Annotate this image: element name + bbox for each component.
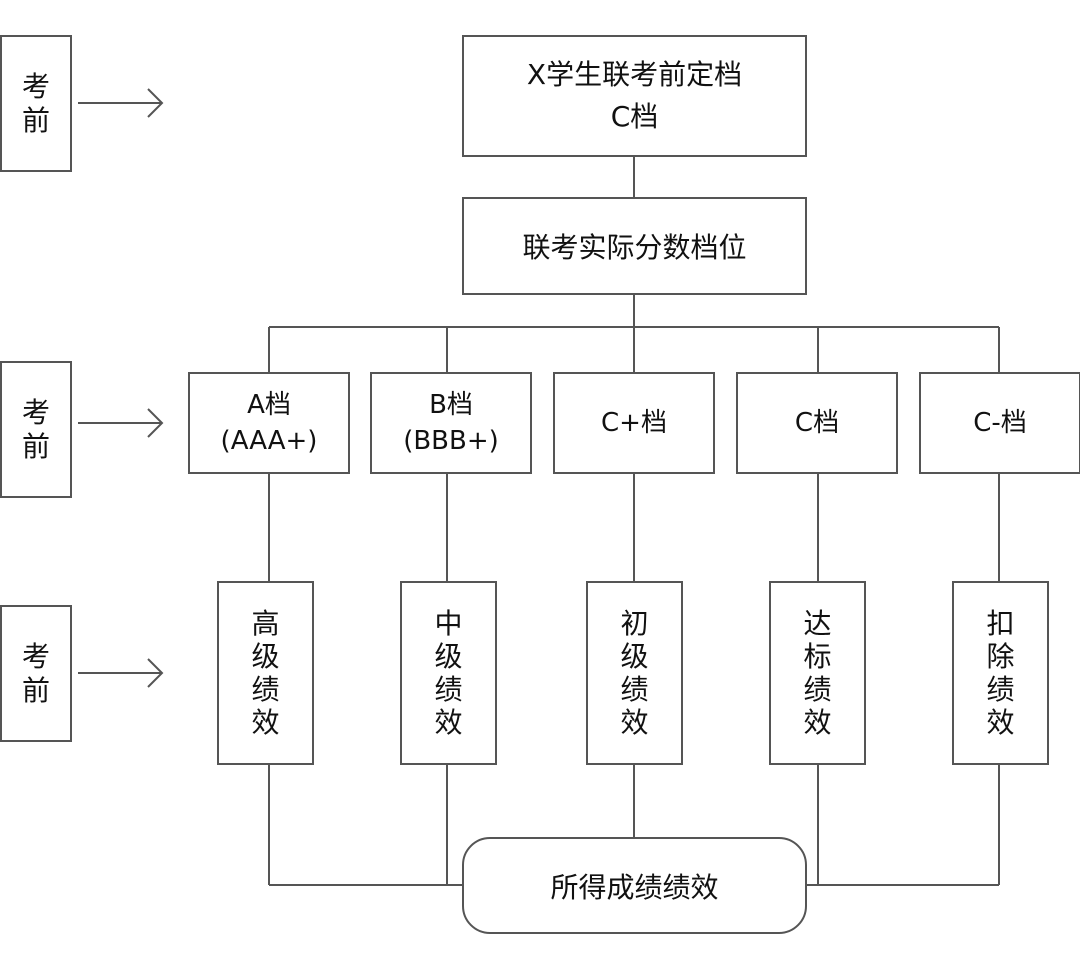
grade-label: C档	[794, 408, 840, 438]
performance-char: 效	[803, 706, 832, 739]
side-label-char: 前	[21, 429, 50, 463]
arrow-icon	[78, 88, 164, 118]
grade-label: C+档	[601, 408, 667, 438]
performance-char: 绩	[986, 673, 1015, 706]
performance-char: 级	[434, 640, 463, 673]
performance-char: 效	[434, 706, 463, 739]
side-label-char: 前	[21, 103, 50, 137]
performance-char: 达	[803, 607, 832, 640]
performance-char: 高	[251, 607, 280, 640]
pre-exam-grade-title: X学生联考前定档	[526, 58, 743, 91]
side-label-pre-exam: 考 前	[0, 605, 72, 742]
grade-label: A档	[247, 390, 291, 420]
side-label-char: 考	[21, 69, 50, 103]
arrow-icon	[78, 658, 164, 688]
performance-char: 效	[620, 706, 649, 739]
performance-char: 绩	[251, 673, 280, 706]
side-label-pre-exam: 考 前	[0, 361, 72, 498]
pre-exam-grade-value: C档	[610, 100, 659, 133]
side-label-pre-exam: 考 前	[0, 35, 72, 172]
grade-box-c-plus: C+档	[553, 372, 715, 474]
performance-char: 绩	[803, 673, 832, 706]
side-label-char: 考	[21, 395, 50, 429]
performance-char: 初	[620, 607, 649, 640]
grade-box-a: A档 (AAA+)	[188, 372, 350, 474]
grade-box-b: B档 (BBB+)	[370, 372, 532, 474]
result-performance-box: 所得成绩绩效	[462, 837, 807, 934]
performance-char: 绩	[434, 673, 463, 706]
performance-box-standard: 达 标 绩 效	[769, 581, 866, 765]
performance-box-deduction: 扣 除 绩 效	[952, 581, 1049, 765]
grade-label: C-档	[973, 408, 1027, 438]
grade-sublabel: (AAA+)	[220, 426, 318, 456]
performance-char: 效	[986, 706, 1015, 739]
result-performance-label: 所得成绩绩效	[550, 870, 719, 904]
performance-char: 绩	[620, 673, 649, 706]
performance-box-junior: 初 级 绩 效	[586, 581, 683, 765]
side-label-char: 前	[21, 673, 50, 707]
actual-score-label: 联考实际分数档位	[522, 231, 747, 264]
grade-label: B档	[429, 390, 473, 420]
grade-box-c-minus: C-档	[919, 372, 1080, 474]
performance-char: 效	[251, 706, 280, 739]
performance-char: 扣	[986, 607, 1015, 640]
grade-box-c: C档	[736, 372, 898, 474]
performance-box-senior: 高 级 绩 效	[217, 581, 314, 765]
performance-box-intermediate: 中 级 绩 效	[400, 581, 497, 765]
arrow-icon	[78, 408, 164, 438]
grade-sublabel: (BBB+)	[403, 426, 499, 456]
performance-char: 级	[251, 640, 280, 673]
side-label-char: 考	[21, 639, 50, 673]
performance-char: 中	[434, 607, 463, 640]
pre-exam-grade-box: X学生联考前定档 C档	[462, 35, 807, 157]
actual-score-box: 联考实际分数档位	[462, 197, 807, 295]
performance-char: 除	[986, 640, 1015, 673]
performance-char: 级	[620, 640, 649, 673]
performance-char: 标	[803, 640, 832, 673]
